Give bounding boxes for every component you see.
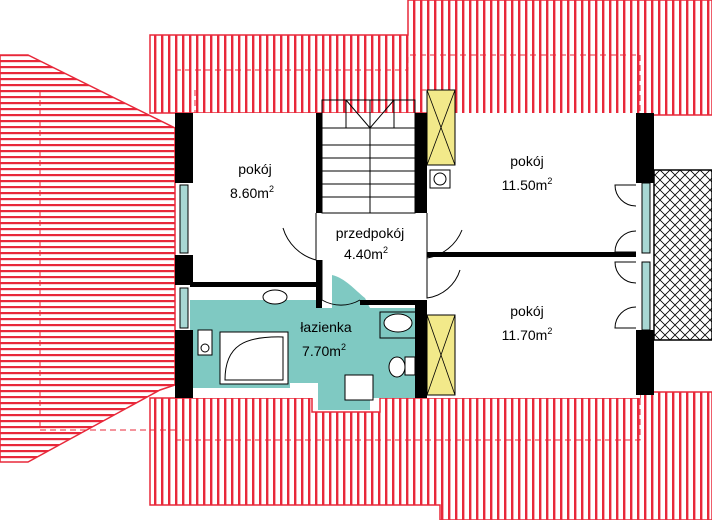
room-name: pokój xyxy=(238,161,271,177)
sink-top xyxy=(262,289,288,305)
room-area: 11.70m2 xyxy=(502,326,553,343)
room-area: 4.40m2 xyxy=(344,245,388,262)
room-label-3: przedpokój 4.40m2 xyxy=(336,225,405,262)
roof-left xyxy=(0,54,176,463)
room-area: 11.50m2 xyxy=(502,176,553,193)
window-right-1 xyxy=(641,182,651,254)
window-left-1 xyxy=(179,184,189,254)
roof-dashed-lines xyxy=(39,54,641,441)
balcony xyxy=(653,169,712,341)
shaft xyxy=(344,374,374,401)
room-area: 7.70m2 xyxy=(302,342,346,359)
room-name: łazienka xyxy=(300,319,352,335)
room-label-1: pokój 8.60m2 xyxy=(230,161,274,201)
roof-bottom xyxy=(149,391,712,520)
window-right-2 xyxy=(641,261,651,331)
walls xyxy=(175,113,654,398)
room-label-4: łazienka 7.70m2 xyxy=(300,319,352,359)
room-name: pokój xyxy=(510,153,543,169)
window-left-2 xyxy=(179,287,189,329)
interior-doors xyxy=(282,213,463,306)
toilet xyxy=(388,356,406,378)
bathroom-fixtures xyxy=(197,169,451,401)
room-area: 8.60m2 xyxy=(230,184,274,201)
sink-corner xyxy=(383,313,413,333)
room-label-5: pokój 11.70m2 xyxy=(502,303,553,343)
balcony-doors xyxy=(614,184,637,329)
room-name: pokój xyxy=(510,303,543,319)
room-label-2: pokój 11.50m2 xyxy=(502,153,553,193)
stairs xyxy=(321,99,416,214)
windows xyxy=(179,182,651,331)
room-name: przedpokój xyxy=(336,225,405,241)
